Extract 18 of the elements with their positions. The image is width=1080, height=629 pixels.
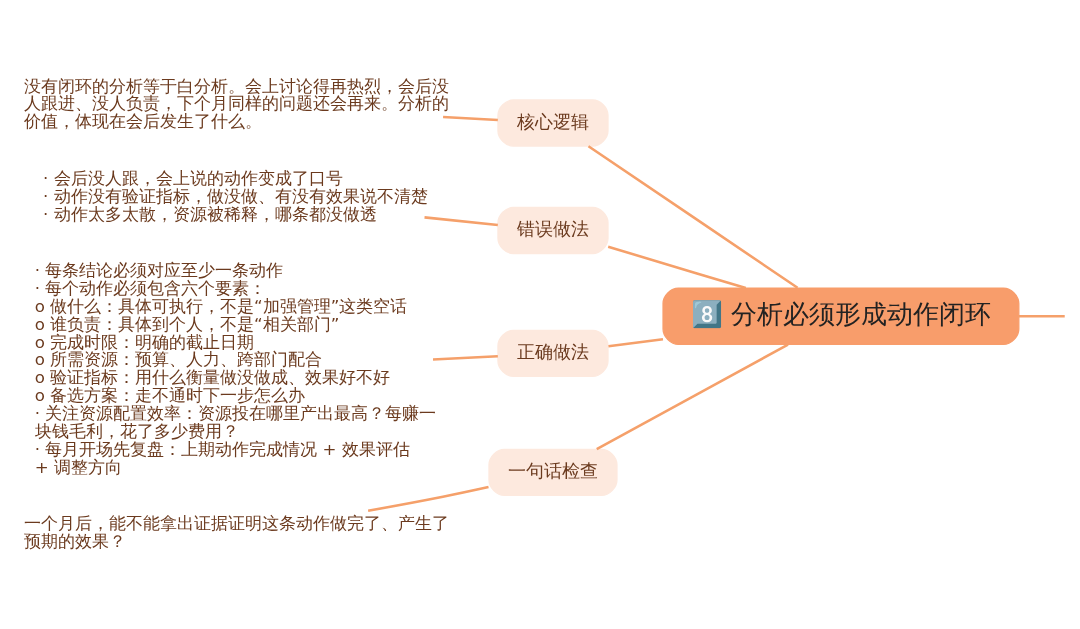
connector bbox=[608, 337, 664, 348]
connector bbox=[424, 215, 498, 226]
connector bbox=[596, 342, 789, 450]
connector bbox=[1018, 314, 1065, 318]
connector bbox=[587, 144, 799, 289]
connector bbox=[607, 245, 747, 289]
connector bbox=[432, 354, 498, 361]
node-box: 错误做法 bbox=[497, 206, 609, 254]
node-box: 正确做法 bbox=[497, 329, 609, 377]
node-text: · 每条结论必须对应至少一条动作 · 每个动作必须包含六个要素： o 做什么：具体可执行，不是“加强管理”这类空话 o 谁负责：具体到个人，不是“相关部门” o 完成时限：明确的截止日期 o 所需资源：预算、人力、跨部门配合 o 验证指标：用什么衡量做没做成、效果好不好 o 备选方案：走不通时下一步怎么办 · 关注资源配置效率：资源投在哪里产出最高？每赚一块钱毛利，花了多少费用？ · 每月开场先复盘：上期动作完成情况 + 效果评估 + 调整方向 bbox=[34, 260, 437, 477]
node-box: 一句话检查 bbox=[488, 448, 618, 496]
node-box: 8⃣ 分析必须形成动作闭环 bbox=[662, 287, 1020, 345]
node-text: 一个月后，能不能拿出证据证明这条动作做完了、产生了预期的效果？ bbox=[24, 513, 450, 551]
node-text: · 会后没人跟，会上说的动作变成了口号 · 动作没有验证指标，做没做、有没有效果说不清楚 · 动作太多太散，资源被稀释，哪条都没做透 bbox=[42, 168, 428, 224]
node-box: 核心逻辑 bbox=[497, 98, 609, 147]
connector bbox=[367, 485, 489, 512]
node-text: 没有闭环的分析等于白分析。会上讨论得再热烈，会后没人跟进、没人负责，下个月同样的问题还会再来。分析的价值，体现在会后发生了什么。 bbox=[24, 76, 450, 131]
connector bbox=[443, 115, 498, 121]
